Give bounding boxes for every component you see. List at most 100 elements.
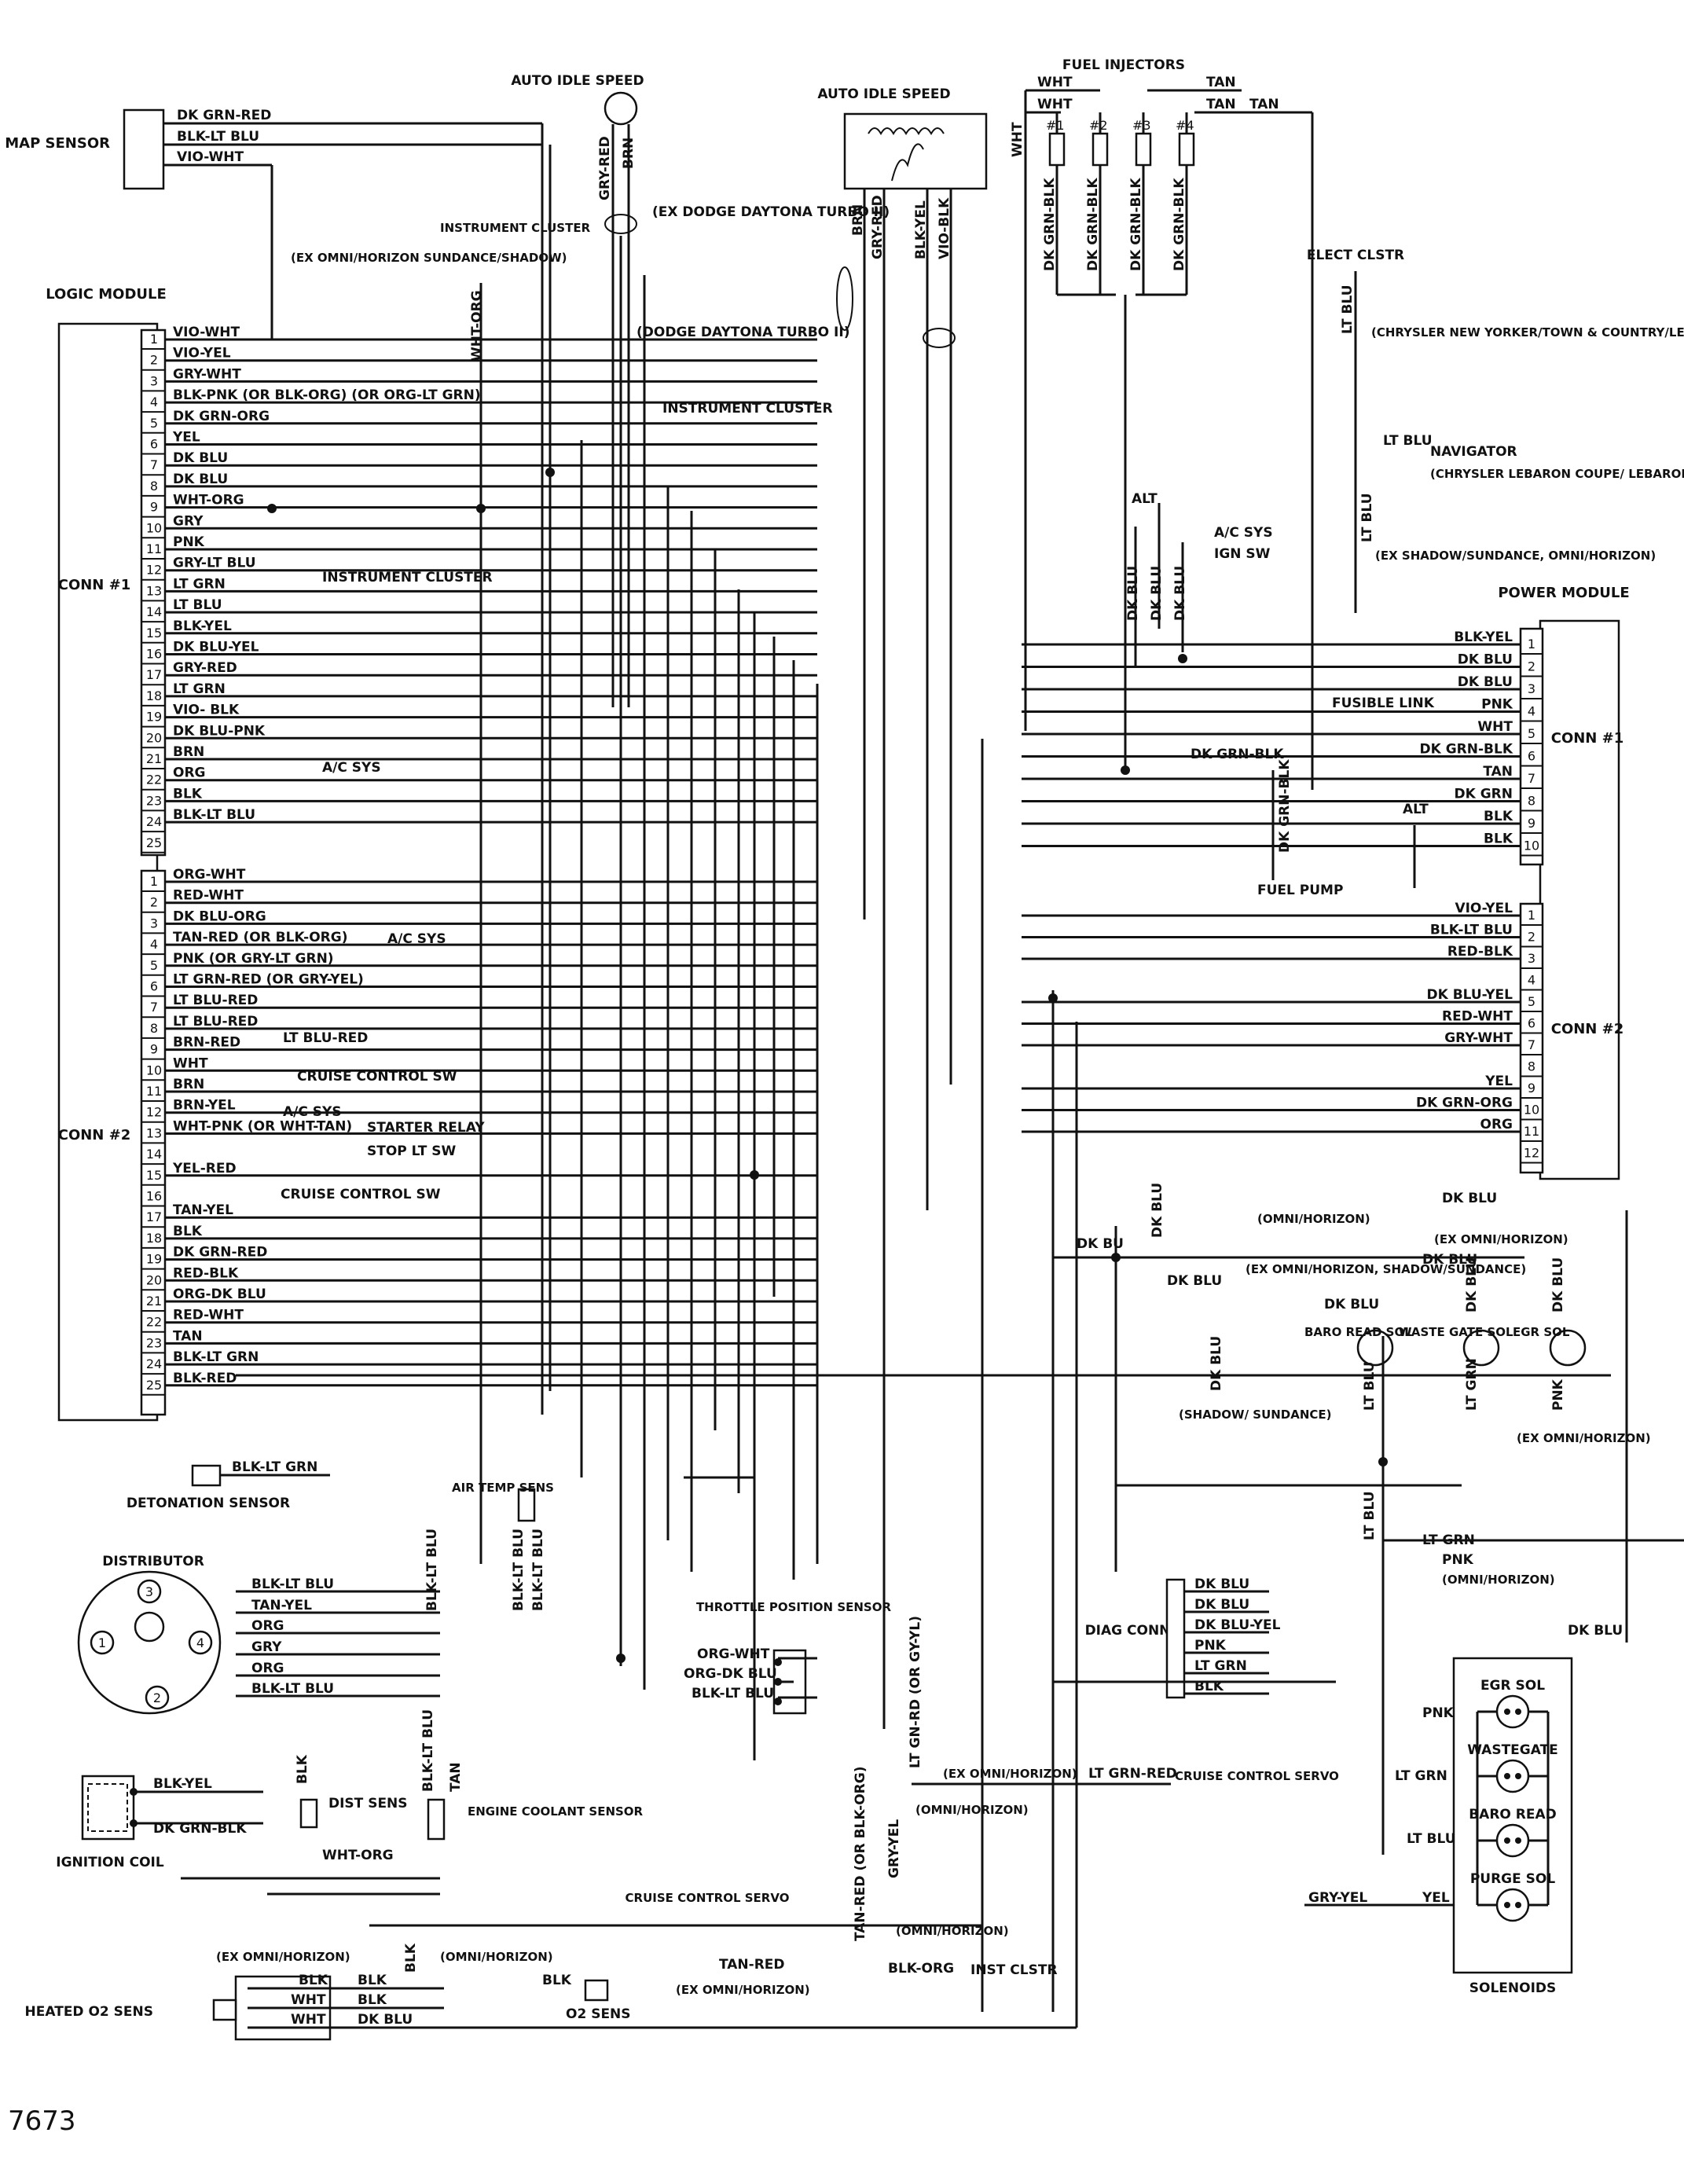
wire-wht-o2-1: WHT — [291, 1992, 326, 2008]
wire-brn-ais: BRN — [850, 204, 866, 236]
instrument-cluster-note-label: INSTRUMENT CLUSTER — [440, 221, 591, 235]
wire-tan-ecs: TAN — [448, 1762, 464, 1792]
power-conn2-pin-num-1: 1 — [1528, 908, 1535, 923]
heated-o2-label: HEATED O2 SENS — [25, 2004, 153, 2020]
logic-conn1-pin-label-6: YEL — [172, 430, 200, 446]
logic-conn1-pin-num-16: 16 — [146, 647, 162, 662]
wiring-grid — [181, 123, 1684, 2028]
wire-dk-grn-blk-pm: DK GRN-BLK — [1191, 747, 1284, 762]
logic-conn2-pin-label-6: LT GRN-RED (OR GRY-YEL) — [173, 972, 364, 988]
logic-conn2-pin-label-3: DK BLU-ORG — [173, 908, 266, 924]
injector-1-wire-label: DK GRN-BLK — [1042, 178, 1058, 271]
logic-conn2-pin-num-15: 15 — [146, 1168, 162, 1183]
injector-3 — [1135, 132, 1152, 167]
wire-lt-grn-r1: LT GRN — [1464, 1358, 1480, 1411]
note-ex-omni-r2: (EX OMNI/HORIZON) — [1517, 1431, 1651, 1445]
logic-conn2-pin-num-2: 2 — [150, 895, 158, 910]
wire-dk-bu: DK BU — [1077, 1236, 1124, 1252]
logic-conn2-pin-num-20: 20 — [146, 1272, 162, 1287]
note-ex-omni-r1: (EX OMNI/HORIZON) — [1434, 1232, 1568, 1246]
logic-conn1-pin-num-14: 14 — [146, 604, 162, 619]
power-conn2-label: CONN #2 — [1551, 1021, 1624, 1037]
logic-conn2-pin-label-13: WHT-PNK (OR WHT-TAN) — [173, 1118, 352, 1134]
wire-dk-blu-r2: DK BLU — [1422, 1252, 1477, 1268]
logic-conn2-pin-num-25: 25 — [146, 1378, 162, 1393]
wire-wht-vertical: WHT — [1010, 122, 1025, 157]
logic-conn1-pin-num-9: 9 — [150, 500, 158, 515]
logic-conn2-pin-label-25: BLK-RED — [173, 1371, 237, 1386]
figure-number: 7673 — [8, 2105, 76, 2137]
power-conn1-pin-label-3: DK BLU — [1458, 674, 1513, 690]
injector-4 — [1178, 132, 1195, 167]
left-destinations: INSTRUMENT CLUSTER INSTRUMENT CLUSTER A/… — [281, 221, 833, 1202]
wire-dk-blu-r9: DK BLU — [1568, 1623, 1623, 1639]
wire-wht-inj-2: WHT — [1037, 97, 1073, 112]
power-conn1-pin-label-10: BLK — [1484, 831, 1513, 847]
logic-conn1-pin-num-4: 4 — [150, 395, 158, 409]
logic-conn1-pin-num-19: 19 — [146, 710, 162, 725]
logic-conn2-pin-num-13: 13 — [146, 1125, 162, 1140]
injector-1 — [1048, 132, 1066, 167]
logic-conn1-pin-num-13: 13 — [146, 583, 162, 598]
logic-conn1-pin-num-2: 2 — [150, 353, 158, 368]
detonation-sensor-label: DETONATION SENSOR — [127, 1496, 290, 1511]
injector-3-label: #3 — [1132, 118, 1151, 133]
splice-dot-7 — [1111, 1253, 1121, 1262]
map-wire-3: VIO-WHT — [177, 149, 244, 165]
logic-conn2-pin-num-18: 18 — [146, 1231, 162, 1246]
logic-conn1-pin-num-6: 6 — [150, 437, 158, 452]
wire-vio-blk-ais: VIO-BLK — [937, 197, 952, 259]
wire-tan-red-or: TAN-RED (OR BLK-ORG) — [853, 1767, 868, 1942]
note-omni-r1: (OMNI/HORIZON) — [1257, 1212, 1370, 1226]
fusible-link-label: FUSIBLE LINK — [1332, 696, 1435, 711]
power-conn1-pin-num-2: 2 — [1528, 659, 1535, 674]
wire-tan-red-ccs: TAN-RED — [719, 1957, 785, 1973]
injector-2-wire-label: DK GRN-BLK — [1085, 178, 1101, 271]
diag-pin-label-4: PNK — [1194, 1638, 1227, 1654]
wire-blk-lt-blu-ats-1: BLK-LT BLU — [511, 1529, 526, 1611]
logic-conn1-pin-label-11: PNK — [173, 534, 205, 550]
wire-blk-lt-grn-det: BLK-LT GRN — [232, 1459, 317, 1475]
power-conn1-pin-num-9: 9 — [1528, 816, 1535, 831]
power-conn1-pin-label-1: BLK-YEL — [1454, 630, 1513, 645]
logic-conn1-pin-label-5: DK GRN-ORG — [173, 409, 270, 424]
solenoid-4 — [1495, 1888, 1530, 1922]
logic-conn1-pin-label-10: GRY — [173, 513, 204, 529]
wire-blk-o2-4: BLK — [542, 1973, 572, 1988]
fuel-pump-label: FUEL PUMP — [1257, 883, 1343, 898]
note-chrysler-lebaron-coupe: (CHRYSLER LEBARON COUPE/ LEBARON GTS, DO… — [1430, 467, 1684, 481]
ignition-coil-label: IGNITION COIL — [56, 1855, 164, 1870]
logic-conn2-pin-num-6: 6 — [150, 979, 158, 994]
logic-conn2-pin-label-21: ORG-DK BLU — [173, 1287, 266, 1302]
logic-conn1-pin-num-23: 23 — [146, 793, 162, 808]
solenoids-label: SOLENOIDS — [1469, 1980, 1557, 1996]
wire-tan-inj-3: TAN — [1249, 97, 1279, 112]
power-conn2-pin-label-10: DK GRN-ORG — [1416, 1096, 1513, 1111]
elect-clstr: ELECT CLSTR LT BLU (CHRYSLER NEW YORKER/… — [1307, 248, 1684, 613]
dest-alt-2: ALT — [1403, 802, 1429, 817]
distributor-wire-label-6: BLK-LT BLU — [251, 1681, 334, 1697]
logic-conn1-pin-label-2: VIO-YEL — [173, 346, 231, 362]
logic-conn2-pin-num-5: 5 — [150, 958, 158, 973]
power-conn2-pin-num-6: 6 — [1528, 1016, 1535, 1031]
wire-gry-red-ais: GRY-RED — [870, 195, 886, 259]
logic-conn1-pin-num-11: 11 — [146, 541, 162, 556]
logic-conn1-pin-label-9: WHT-ORG — [173, 493, 244, 508]
ccs-right-label: CRUISE CONTROL SERVO — [1175, 1769, 1339, 1783]
diag-conn-label: DIAG CONN — [1085, 1623, 1171, 1639]
wire-yel-r: YEL — [1422, 1890, 1450, 1906]
wire-dk-blu-r6: DK BLU — [1209, 1336, 1224, 1391]
logic-conn1-pin-label-4: BLK-PNK (OR BLK-ORG) (OR ORG-LT GRN) — [173, 387, 481, 403]
wire-blk-yel-ais: BLK-YEL — [913, 200, 929, 259]
logic-conn2-pin-num-8: 8 — [150, 1021, 158, 1036]
wire-blk-lt-blu-tps: BLK-LT BLU — [692, 1686, 774, 1701]
logic-conn2-pin-num-16: 16 — [146, 1189, 162, 1204]
dest-lt-blu-red-ground: LT BLU-RED — [283, 1030, 368, 1046]
wire-dk-blu-3: DK BLU — [1172, 566, 1188, 621]
wire-org-dk-blu-tps: ORG-DK BLU — [684, 1666, 777, 1682]
logic-conn1-pin-num-22: 22 — [146, 773, 162, 787]
logic-conn2-pin-num-9: 9 — [150, 1042, 158, 1057]
wire-blk-lt-blu-ecs: BLK-LT BLU — [420, 1709, 436, 1792]
note-ex-omni-shadow: (EX OMNI/HORIZON, SHADOW/SUNDANCE) — [1246, 1262, 1526, 1276]
